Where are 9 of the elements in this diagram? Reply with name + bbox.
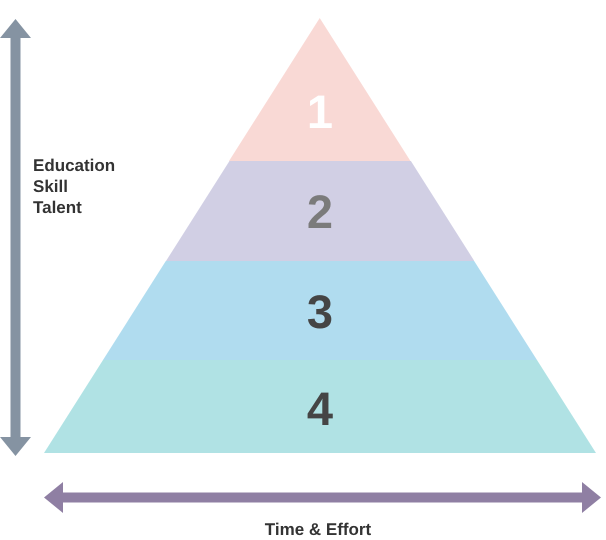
tier-number: 3: [306, 288, 334, 334]
pyramid-tier: [44, 360, 596, 453]
tier-number: 4: [306, 384, 334, 432]
pyramid-tier: [103, 261, 537, 360]
axis-label: Time & Effort: [264, 519, 372, 540]
pyramid-tier: [166, 161, 474, 261]
axis-label: Education Skill Talent: [33, 155, 116, 218]
tier-number: 2: [306, 188, 334, 234]
pyramid-tier: [229, 18, 411, 161]
